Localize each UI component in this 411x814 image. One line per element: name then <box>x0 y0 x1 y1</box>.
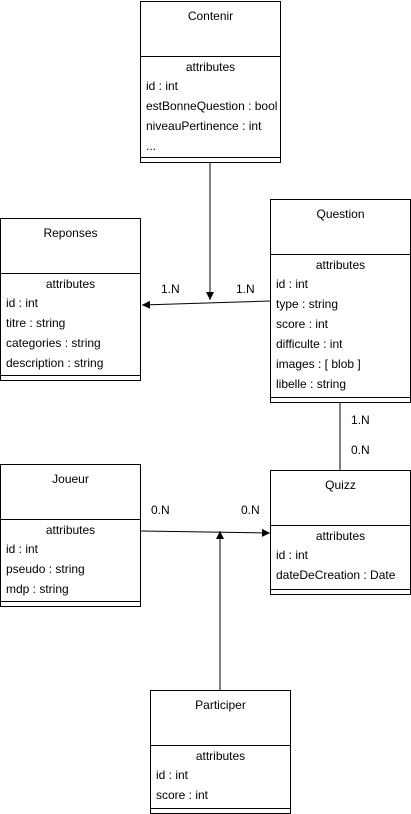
joueur-quizz-line <box>140 528 271 537</box>
attribute: id : int <box>6 542 39 556</box>
attribute: niveauPertinence : int <box>146 119 262 133</box>
attribute: score : int <box>156 788 209 802</box>
attribute: description : string <box>6 356 104 370</box>
entity-name: Question <box>271 200 410 255</box>
attributes-header: attributes <box>315 529 366 543</box>
entity-name: Participer <box>151 691 290 746</box>
cardinality-question-quizz-bottom: 0.N <box>351 443 370 457</box>
entity-quizz[interactable]: Quizz attributes id : int dateDeCreation… <box>270 470 411 595</box>
cardinality-question: 1.N <box>236 282 255 296</box>
entity-name: Joueur <box>1 465 140 520</box>
attribute: titre : string <box>6 316 66 330</box>
attributes-header: attributes <box>185 60 236 74</box>
attribute: id : int <box>146 79 179 93</box>
attribute: id : int <box>6 296 39 310</box>
attributes-header: attributes <box>195 749 246 763</box>
entity-divider <box>1 375 140 376</box>
attribute: mdp : string <box>6 582 69 596</box>
entity-participer[interactable]: Participer attributes id : int score : i… <box>150 690 291 814</box>
entity-joueur[interactable]: Joueur attributes id : int pseudo : stri… <box>0 464 141 607</box>
attributes-header: attributes <box>315 258 366 272</box>
cardinality-quizz: 0.N <box>241 503 260 517</box>
entity-question[interactable]: Question attributes id : int type : stri… <box>270 199 411 403</box>
attribute: estBonneQuestion : bool <box>146 99 278 113</box>
attribute: id : int <box>156 768 189 782</box>
attribute: id : int <box>276 548 309 562</box>
entity-divider <box>151 808 290 809</box>
attribute: libelle : string <box>276 377 347 391</box>
attribute: ... <box>146 139 157 153</box>
attribute: difficulte : int <box>276 337 343 351</box>
attribute: type : string <box>276 297 339 311</box>
attribute: images : [ blob ] <box>276 357 361 371</box>
attribute: score : int <box>276 317 329 331</box>
question-reponses-line <box>141 300 271 309</box>
entity-contenir[interactable]: Contenir attributes id : int estBonneQue… <box>140 1 281 163</box>
cardinality-reponses: 1.N <box>161 282 180 296</box>
entity-name: Quizz <box>271 471 410 526</box>
entity-divider <box>141 157 280 158</box>
entity-divider <box>1 601 140 602</box>
entity-name: Contenir <box>141 2 280 57</box>
entity-divider <box>271 589 410 590</box>
cardinality-joueur: 0.N <box>151 503 170 517</box>
attributes-header: attributes <box>45 523 96 537</box>
attribute: dateDeCreation : Date <box>276 568 396 582</box>
cardinality-question-quizz-top: 1.N <box>351 413 370 427</box>
entity-reponses[interactable]: Reponses attributes id : int titre : str… <box>0 218 141 381</box>
attributes-header: attributes <box>45 277 96 291</box>
entity-name: Reponses <box>1 219 140 274</box>
attribute: categories : string <box>6 336 101 350</box>
attribute: id : int <box>276 277 309 291</box>
attribute: pseudo : string <box>6 562 85 576</box>
entity-divider <box>271 397 410 398</box>
